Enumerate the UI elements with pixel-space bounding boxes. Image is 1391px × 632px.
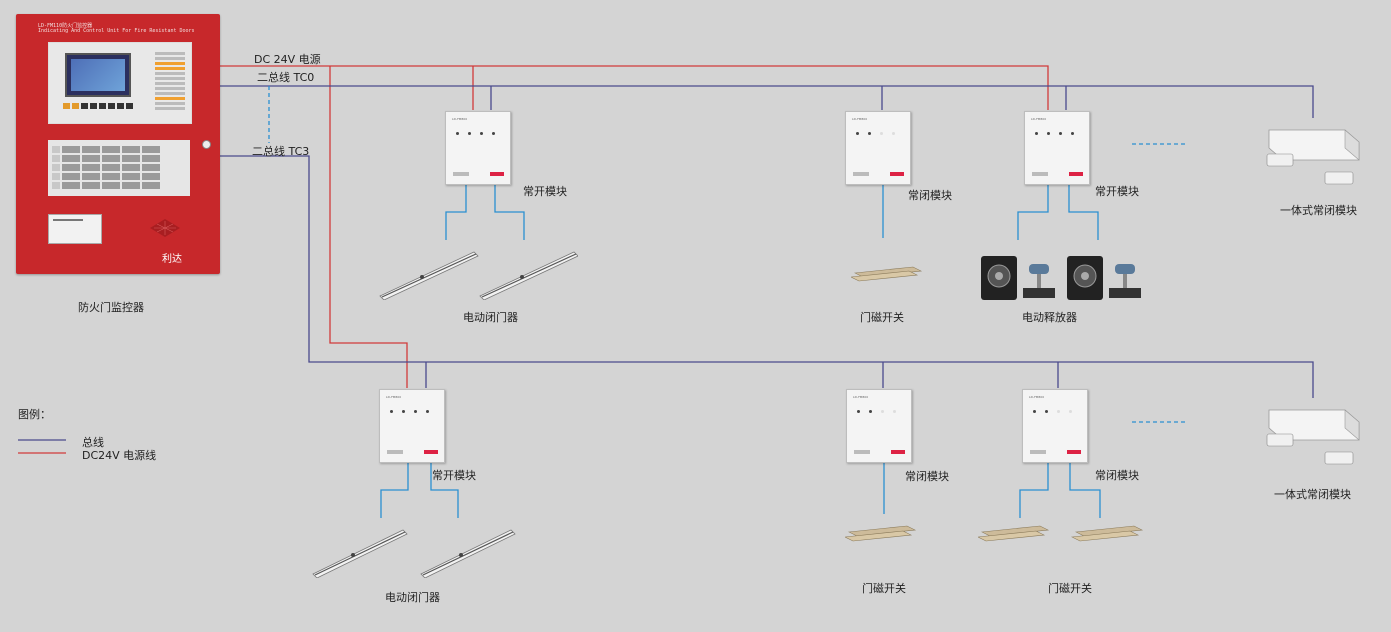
integrated-closed-module-icon xyxy=(1266,409,1360,465)
module-label-4: 常开模块 xyxy=(432,469,476,482)
speaker-grille-icon xyxy=(150,219,180,237)
controller-display-panel xyxy=(48,42,192,124)
controller-brand: 利达 xyxy=(162,254,182,265)
bus-tc0-main xyxy=(220,85,1314,118)
door-closer-icon xyxy=(312,529,516,578)
bus-tc3-main xyxy=(220,155,1314,398)
closer-label-bottom: 电动闭门器 xyxy=(385,591,440,604)
fire-door-controller: LD-FM110防火门监控器 Indicating And Control Un… xyxy=(16,14,220,274)
lcd-screen xyxy=(65,53,131,97)
module-label-5: 常闭模块 xyxy=(905,470,949,483)
combo-label-bottom: 一体式常闭模块 xyxy=(1274,488,1351,501)
electromagnetic-release-icon xyxy=(981,256,1141,300)
closer-label-top: 电动闭门器 xyxy=(463,311,518,324)
switch-label-bottom-2: 门磁开关 xyxy=(1048,582,1092,595)
controller-caption: 防火门监控器 xyxy=(78,301,144,314)
tc3-label: 二总线 TC3 xyxy=(252,145,310,158)
bus-tc0-lines xyxy=(220,85,1314,118)
legend-bus-label: 总线 xyxy=(82,436,104,449)
bus-tc3-lines xyxy=(220,155,1314,398)
switch-label-bottom-1: 门磁开关 xyxy=(862,582,906,595)
integrated-closed-module-icon xyxy=(1266,129,1360,185)
module-normally-open-top-3: LD-FM800 xyxy=(1024,111,1090,185)
switch-label-top: 门磁开关 xyxy=(860,311,904,324)
module-normally-closed-bottom-3: LD-FM800 xyxy=(1022,389,1088,463)
legend-title: 图例： xyxy=(18,408,51,421)
power-line-down xyxy=(329,66,408,388)
release-label-top: 电动释放器 xyxy=(1022,311,1077,324)
power-lines xyxy=(220,65,1049,388)
printer-icon xyxy=(48,214,102,244)
door-magnetic-switch-icon xyxy=(851,266,923,282)
door-closer-icon xyxy=(379,251,578,300)
legend-power-label: DC24V 电源线 xyxy=(82,449,157,462)
status-indicators xyxy=(155,51,185,112)
module-label-2: 常闭模块 xyxy=(908,189,952,202)
module-normally-open-bottom-1: LD-FM800 xyxy=(379,389,445,463)
door-status-panel xyxy=(48,140,190,196)
module-label-1: 常开模块 xyxy=(523,185,567,198)
door-magnetic-switch-icon xyxy=(978,525,1144,542)
module-label-3: 常开模块 xyxy=(1095,185,1139,198)
branch-lines xyxy=(380,184,1101,518)
door-magnetic-switch-icon xyxy=(845,525,917,542)
module-normally-open-top-1: LD-FM800 xyxy=(445,111,511,185)
keyhole-icon xyxy=(202,140,211,149)
module-normally-closed-bottom-2: LD-FM800 xyxy=(846,389,912,463)
controller-title-en: Indicating And Control Unit For Fire Res… xyxy=(38,28,195,34)
module-label-6: 常闭模块 xyxy=(1095,469,1139,482)
controller-title-cn: LD-FM110防火门监控器 xyxy=(38,23,93,29)
tc0-label: 二总线 TC0 xyxy=(257,71,315,84)
dc24v-label: DC 24V 电源 xyxy=(254,53,321,66)
function-keys xyxy=(63,103,133,109)
power-line-main xyxy=(220,65,1049,110)
module-normally-closed-top-2: LD-FM800 xyxy=(845,111,911,185)
combo-label-top: 一体式常闭模块 xyxy=(1280,204,1357,217)
